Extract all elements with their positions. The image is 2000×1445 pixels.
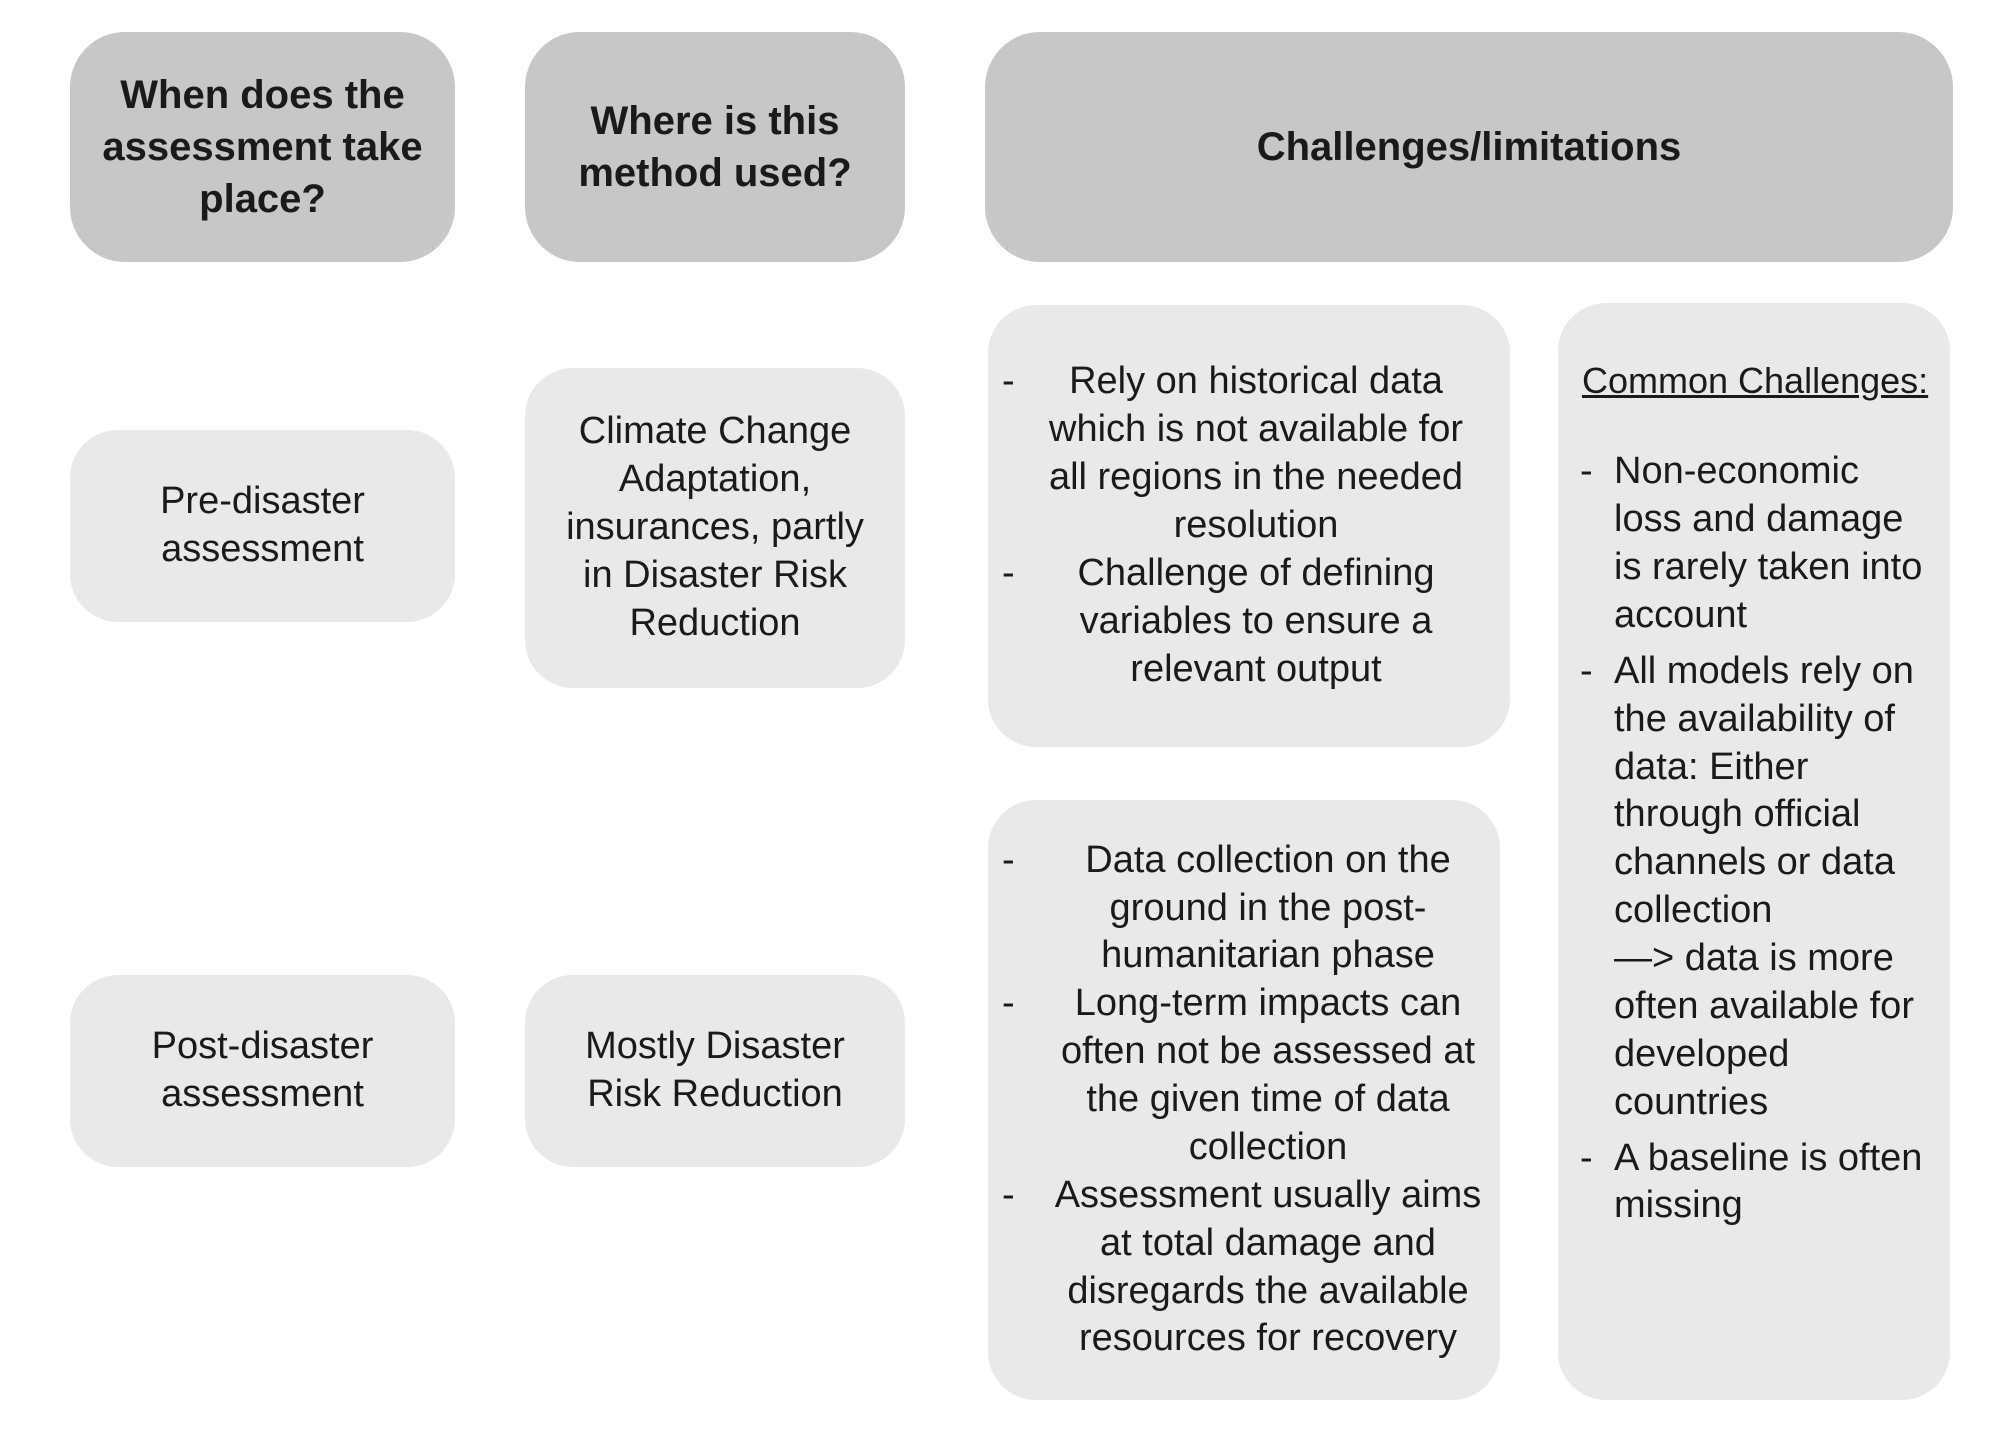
bullet-item: - A baseline is often missing [1580,1135,1929,1231]
header-when-label: When does the assessment take place? [102,73,423,221]
header-where-method-used: Where is this method used? [525,32,905,262]
header-when-assessment: When does the assessment take place? [70,32,455,262]
bullet-text: All models rely on the availability of d… [1614,649,1914,1123]
pre-disaster-where-label: Climate Change Adaptation, insurances, p… [566,410,864,644]
post-disaster-label: Post-disaster assessment [151,1025,374,1115]
box-common-challenges: Common Challenges: - Non-economic loss a… [1558,303,1950,1400]
bullet-text: Data collection on the ground in the pos… [1085,838,1451,977]
common-challenges-title: Common Challenges: [1582,360,1929,401]
box-post-disaster-challenges: - Data collection on the ground in the p… [988,800,1500,1400]
bullet-item: - Data collection on the ground in the p… [1002,837,1500,981]
bullet-dash: - [1002,982,1015,1025]
box-pre-disaster-assessment: Pre-disaster assessment [70,430,455,622]
bullet-dash: - [1580,450,1593,493]
bullet-item: - Challenge of defining variables to ens… [1002,550,1510,694]
pre-disaster-label: Pre-disaster assessment [160,480,365,570]
box-pre-disaster-challenges: - Rely on historical data which is not a… [988,305,1510,747]
bullet-dash: - [1002,838,1015,881]
header-challenges-label: Challenges/limitations [1256,125,1682,169]
header-where-label: Where is this method used? [578,99,852,195]
bullet-dash: - [1580,649,1593,692]
bullet-item: - Non-economic loss and damage is rarely… [1580,448,1929,640]
bullet-dash: - [1002,360,1015,403]
box-climate-change-adaptation: Climate Change Adaptation, insurances, p… [525,368,905,688]
post-disaster-where-label: Mostly Disaster Risk Reduction [585,1025,845,1115]
bullet-text: Non-economic loss and damage is rarely t… [1614,450,1923,636]
bullet-text: Assessment usually aims at total damage … [1054,1173,1482,1360]
header-challenges-limitations: Challenges/limitations [985,32,1953,262]
bullet-item: - Long-term impacts can often not be ass… [1002,980,1500,1172]
bullet-text: Challenge of defining variables to ensur… [1077,551,1435,690]
bullet-dash: - [1580,1136,1593,1179]
bullet-text: Rely on historical data which is not ava… [1048,360,1464,547]
box-post-disaster-assessment: Post-disaster assessment [70,975,455,1167]
box-mostly-disaster-risk-reduction: Mostly Disaster Risk Reduction [525,975,905,1167]
bullet-item: - All models rely on the availability of… [1580,648,1929,1127]
bullet-dash: - [1002,551,1015,594]
bullet-item: - Rely on historical data which is not a… [1002,358,1510,550]
bullet-item: - Assessment usually aims at total damag… [1002,1172,1500,1364]
bullet-text: Long-term impacts can often not be asses… [1060,982,1476,1168]
bullet-text: A baseline is often missing [1614,1136,1923,1227]
bullet-dash: - [1002,1173,1015,1216]
